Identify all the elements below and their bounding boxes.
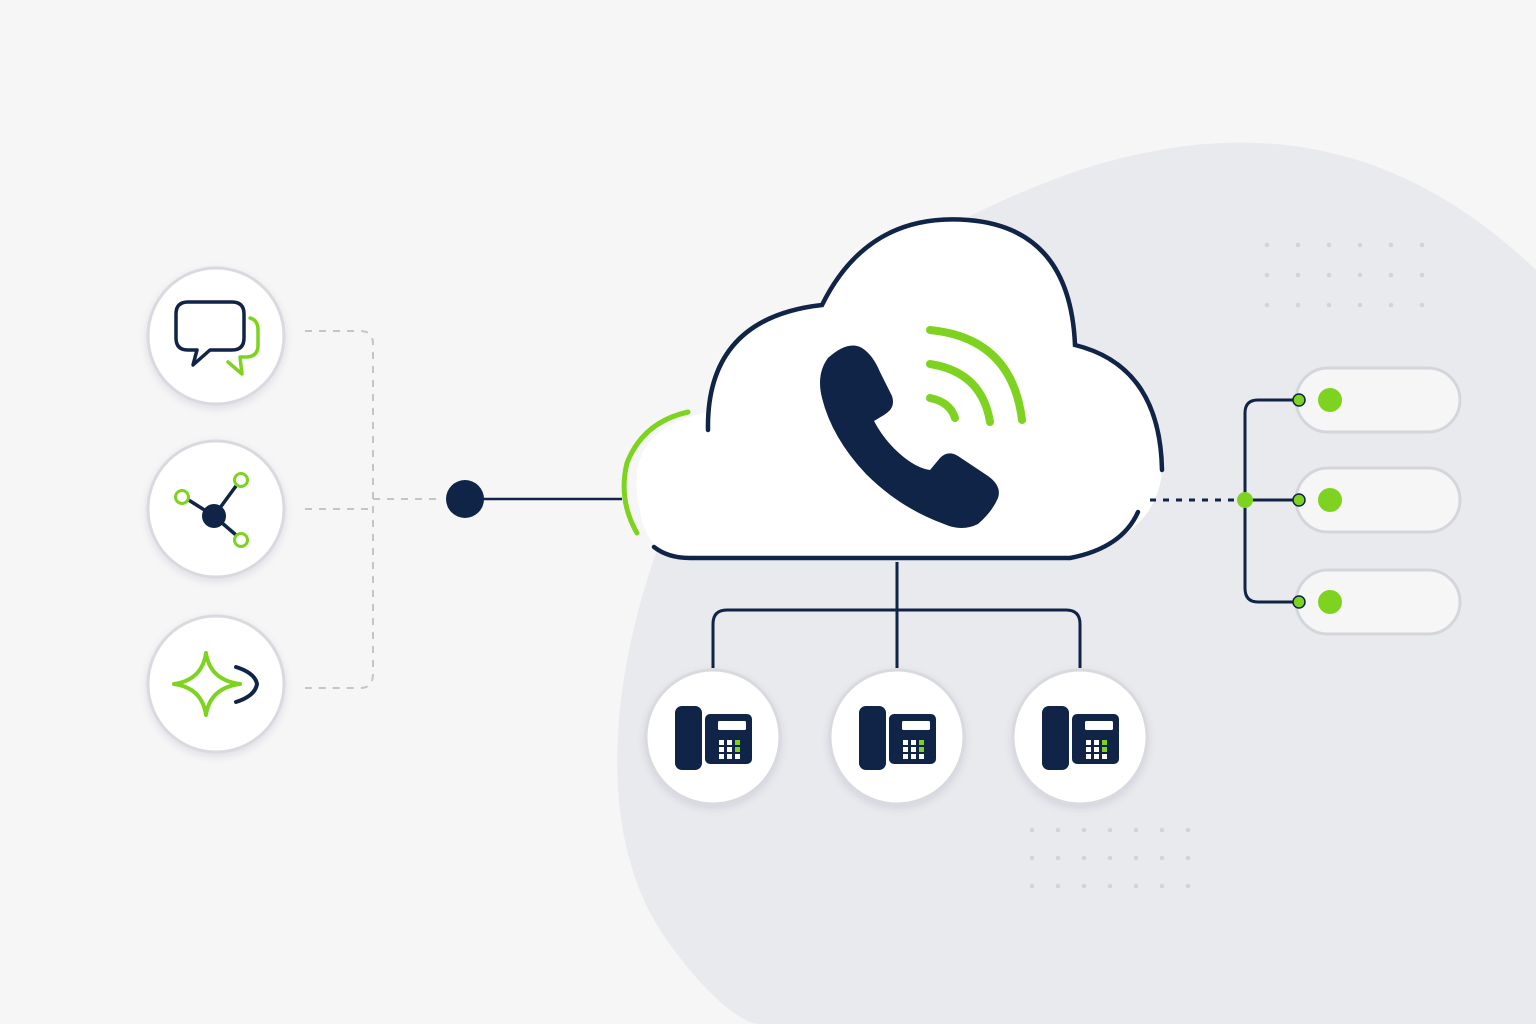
grid-dot (1107, 883, 1113, 889)
status-indicator-icon (1318, 388, 1342, 412)
status-indicator-icon (1318, 590, 1342, 614)
grid-dot (1419, 272, 1425, 278)
grid-dot (1295, 302, 1301, 308)
grid-dot (1295, 242, 1301, 248)
dot-grid-bottom (1029, 827, 1191, 889)
status-indicator-icon (1318, 488, 1342, 512)
dot-grid-top-right (1264, 242, 1425, 308)
grid-dot (1159, 883, 1165, 889)
grid-dot (1029, 855, 1035, 861)
ai-channel[interactable] (146, 614, 286, 754)
network-channel[interactable] (146, 439, 286, 579)
desk-phone-icon (1042, 706, 1119, 770)
grid-dot (1326, 272, 1332, 278)
grid-dot (1055, 827, 1061, 833)
cloud[interactable] (621, 217, 1165, 561)
chat-channel[interactable] (146, 266, 286, 406)
grid-dot (1159, 855, 1165, 861)
grid-dot (1357, 272, 1363, 278)
desk-phone-3[interactable] (1011, 668, 1149, 806)
grid-dot (1107, 827, 1113, 833)
cloud-base-outline (651, 509, 1141, 561)
network-nodes-icon (174, 472, 249, 548)
grid-dot (1055, 883, 1061, 889)
grid-dot (1185, 827, 1191, 833)
input-connectors (305, 330, 443, 689)
grid-dot (1419, 302, 1425, 308)
grid-dot (1185, 883, 1191, 889)
grid-dot (1326, 302, 1332, 308)
grid-dot (1388, 272, 1394, 278)
cloud-fill (636, 219, 1162, 558)
cloud-outline (705, 217, 1165, 473)
desk-phone-2[interactable] (828, 668, 966, 806)
grid-dot (1133, 855, 1139, 861)
grid-dot (1029, 827, 1035, 833)
cloud-accent-arc (621, 409, 691, 536)
grid-dot (1081, 855, 1087, 861)
desk-phone-row (644, 668, 1149, 806)
input-hub-node (446, 480, 484, 518)
signal-waves-icon (926, 326, 1026, 426)
grid-dot (1133, 827, 1139, 833)
grid-dot (1264, 272, 1270, 278)
endpoint-port (1292, 393, 1306, 407)
desk-phone-icon (859, 706, 936, 770)
grid-dot (1055, 855, 1061, 861)
grid-dot (1357, 302, 1363, 308)
grid-dot (1295, 272, 1301, 278)
grid-dot (1357, 242, 1363, 248)
endpoint-port (1292, 493, 1306, 507)
desk-phone-connectors (711, 562, 1082, 668)
endpoint-port (1292, 595, 1306, 609)
grid-dot (1159, 827, 1165, 833)
cloud-input-link (446, 480, 622, 518)
grid-dot (1185, 855, 1191, 861)
grid-dot (1264, 302, 1270, 308)
desk-phone-icon (675, 706, 752, 770)
output-hub-node (1237, 492, 1253, 508)
grid-dot (1388, 302, 1394, 308)
output-endpoints (1292, 366, 1462, 636)
output-connectors (1150, 398, 1298, 604)
grid-dot (1133, 883, 1139, 889)
endpoint-2[interactable] (1292, 466, 1462, 534)
endpoint-1[interactable] (1292, 366, 1462, 434)
chat-bubbles-icon (174, 300, 260, 376)
endpoint-3[interactable] (1292, 568, 1462, 636)
grid-dot (1029, 883, 1035, 889)
desk-phone-1[interactable] (644, 668, 782, 806)
grid-dot (1326, 242, 1332, 248)
grid-dot (1081, 883, 1087, 889)
grid-dot (1107, 855, 1113, 861)
grid-dot (1419, 242, 1425, 248)
phone-handset-icon (820, 345, 999, 528)
sparkle-icon (172, 651, 259, 717)
grid-dot (1081, 827, 1087, 833)
grid-dot (1264, 242, 1270, 248)
grid-dot (1388, 242, 1394, 248)
